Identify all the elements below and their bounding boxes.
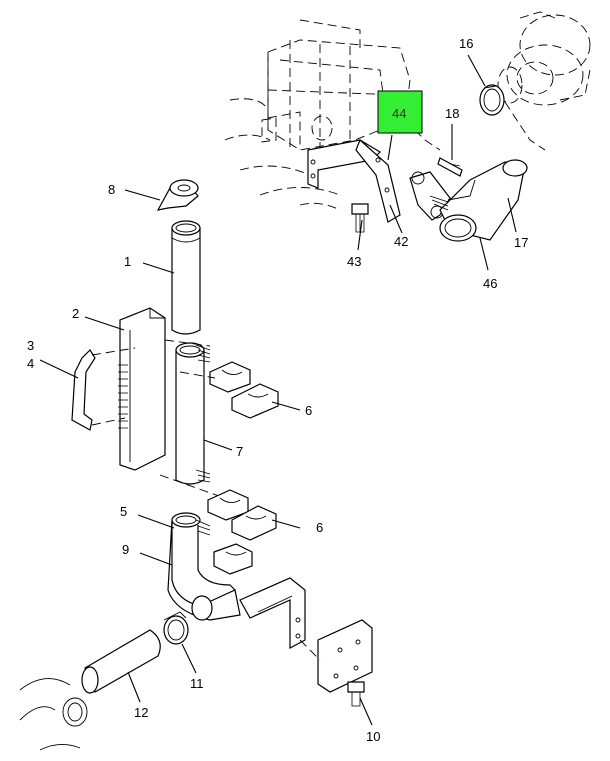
- callout-17: 17: [514, 235, 528, 250]
- callout-11: 11: [190, 676, 204, 691]
- bracket-bolt: [351, 203, 369, 233]
- stud: [437, 157, 463, 177]
- guard-bracket: [71, 347, 136, 431]
- exhaust-bracket: [307, 138, 401, 223]
- callout-12: 12: [134, 705, 148, 720]
- callout-10: 10: [366, 729, 380, 744]
- callout-6-upper: 6: [305, 403, 312, 418]
- callout-8: 8: [108, 182, 115, 197]
- callout-42: 42: [394, 234, 408, 249]
- hose-clamp: [163, 611, 189, 645]
- v-band-clamp: [479, 84, 505, 116]
- flex-pipe: [19, 629, 161, 751]
- exhaust-pipe-middle: [159, 339, 231, 501]
- exhaust-elbow: [429, 159, 528, 242]
- callout-3: 3: [27, 338, 34, 353]
- turbocharger-outline: [497, 11, 591, 151]
- callout-4: 4: [27, 356, 34, 371]
- callout-9: 9: [122, 542, 129, 557]
- callout-18: 18: [445, 106, 459, 121]
- leader-lines: [39, 54, 517, 726]
- mounting-bracket: [239, 577, 373, 693]
- exhaust-stack-pipe: [171, 220, 201, 335]
- callout-labels: 8 1 2 3 4 6 7 5 6 9 11 12 10 16 18 44 42…: [27, 36, 528, 744]
- callout-5: 5: [120, 504, 127, 519]
- saddle-clamp-lower: [207, 489, 277, 541]
- saddle-clamp-upper: [179, 361, 279, 419]
- heat-shield: [118, 307, 166, 471]
- exhaust-elbow-lower: [167, 512, 253, 621]
- callout-16: 16: [459, 36, 473, 51]
- callout-44: 44: [392, 106, 406, 121]
- callout-6-lower: 6: [316, 520, 323, 535]
- callout-43: 43: [347, 254, 361, 269]
- callout-46: 46: [483, 276, 497, 291]
- rain-cap: [156, 179, 199, 211]
- highlight-box-44: [377, 90, 423, 134]
- callout-7: 7: [236, 444, 243, 459]
- callout-2: 2: [72, 306, 79, 321]
- engine-block-outline: [224, 19, 441, 211]
- callout-1: 1: [124, 254, 131, 269]
